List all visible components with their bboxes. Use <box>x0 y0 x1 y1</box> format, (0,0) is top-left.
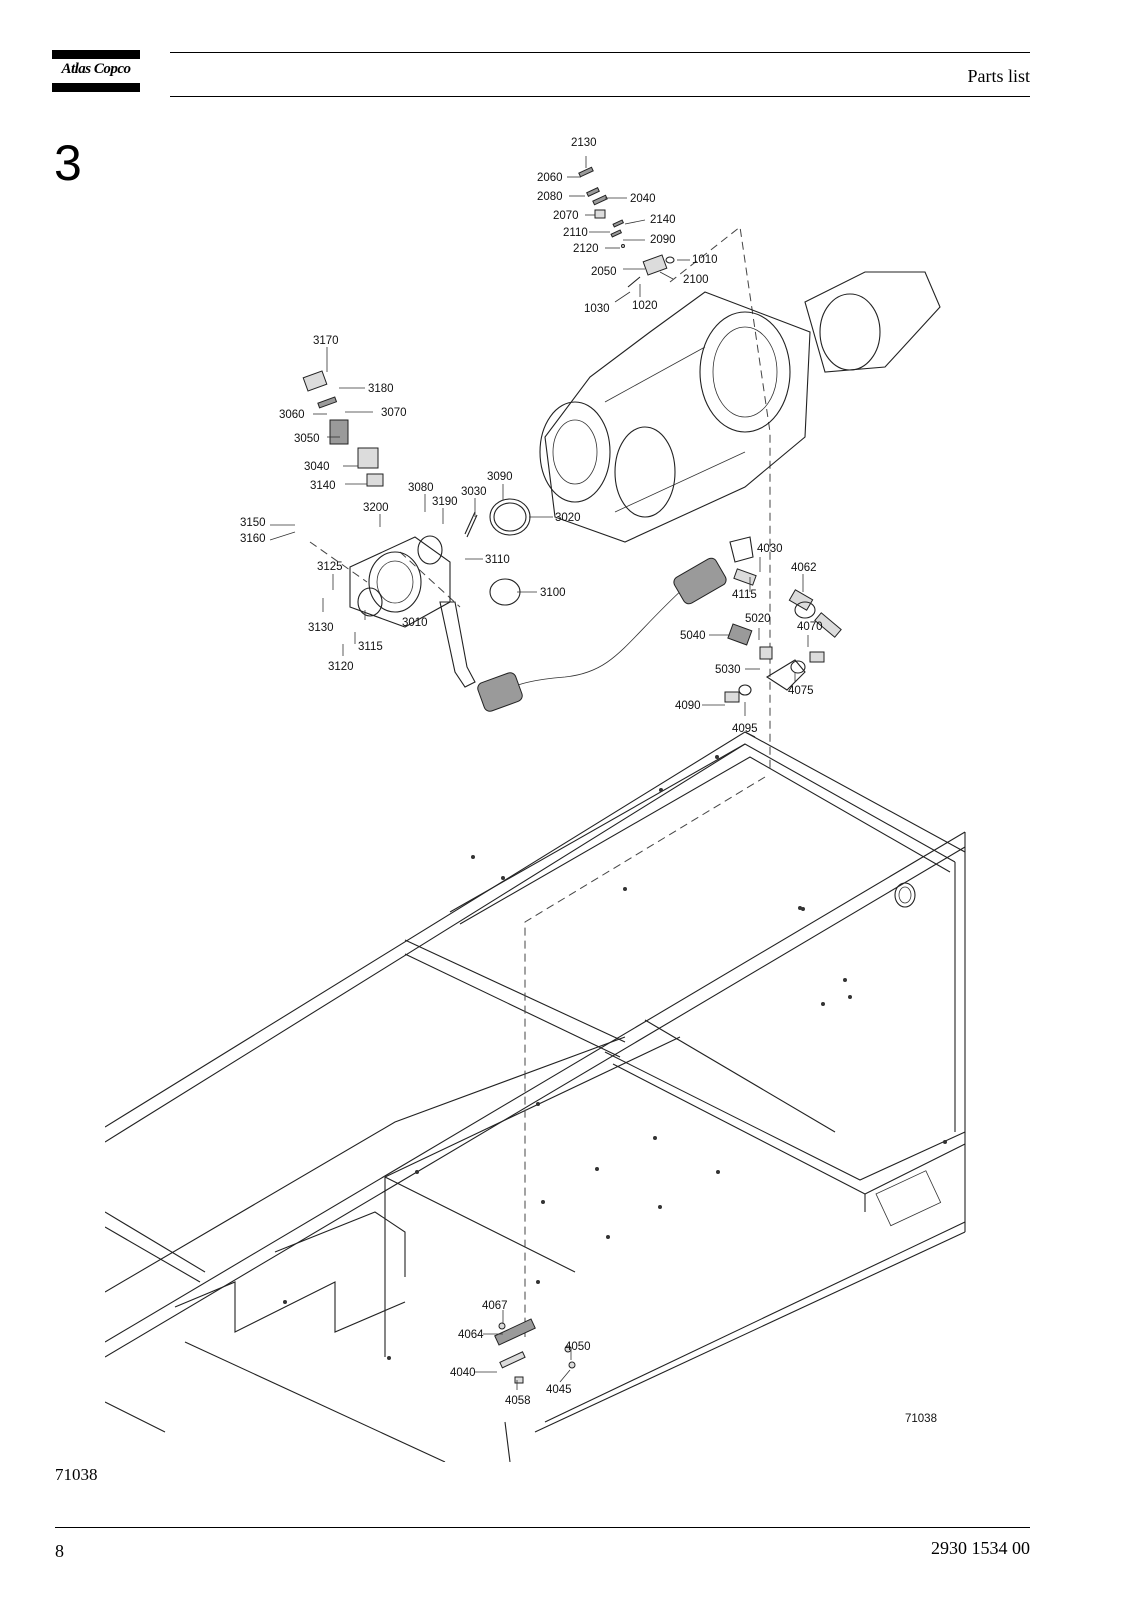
callout-3140: 3140 <box>310 480 336 492</box>
callout-3200: 3200 <box>363 502 389 514</box>
logo-bar-bottom <box>52 83 140 92</box>
exploded-parts-drawing: 2130 2060 2080 2040 2070 2140 2110 2090 … <box>105 137 966 1462</box>
callout-2120: 2120 <box>573 243 599 255</box>
callout-4062: 4062 <box>791 562 817 574</box>
callout-1010: 1010 <box>692 254 718 266</box>
callout-2100: 2100 <box>683 274 709 286</box>
callout-3170: 3170 <box>313 335 339 347</box>
callout-3150: 3150 <box>240 517 266 529</box>
callout-3030: 3030 <box>461 486 487 498</box>
callout-4070: 4070 <box>797 621 823 633</box>
callout-4115: 4115 <box>732 589 757 601</box>
section-number: 3 <box>54 135 82 191</box>
callout-2060: 2060 <box>537 172 563 184</box>
callout-3110: 3110 <box>485 554 510 566</box>
compressor-element-drawing <box>539 271 941 543</box>
frame-base-drawing <box>105 731 966 1462</box>
callout-3060: 3060 <box>279 409 305 421</box>
drawing-reference-number: 71038 <box>905 1413 937 1425</box>
callout-3050: 3050 <box>294 433 320 445</box>
callout-3120: 3120 <box>328 661 354 673</box>
callout-2110: 2110 <box>563 227 588 239</box>
hose-and-pipe-drawing <box>439 536 754 712</box>
callout-3080: 3080 <box>408 482 434 494</box>
callout-2070: 2070 <box>553 210 579 222</box>
part-callout-labels: 2130 2060 2080 2040 2070 2140 2110 2090 … <box>240 137 937 1425</box>
callout-3115: 3115 <box>358 641 383 653</box>
callout-5040: 5040 <box>680 630 706 642</box>
figure-reference: 71038 <box>55 1465 98 1484</box>
callout-3010: 3010 <box>402 617 428 629</box>
callout-3160: 3160 <box>240 533 266 545</box>
callout-4067: 4067 <box>482 1300 508 1312</box>
page-title: Parts list <box>967 66 1030 86</box>
callout-2140: 2140 <box>650 214 676 226</box>
logo-wordmark: Atlas Copco <box>61 61 131 77</box>
logo-bar-top <box>52 50 140 59</box>
callout-1020: 1020 <box>632 300 658 312</box>
callout-4058: 4058 <box>505 1395 531 1407</box>
callout-3100: 3100 <box>540 587 566 599</box>
callout-4095: 4095 <box>732 723 758 735</box>
top-minor-parts-drawing <box>578 166 675 288</box>
callout-4075: 4075 <box>788 685 814 697</box>
part-callout-leaders <box>269 156 809 1390</box>
callout-3180: 3180 <box>368 383 394 395</box>
hole-markers <box>283 755 947 1360</box>
header-rule-top <box>170 52 1030 53</box>
callout-3125: 3125 <box>317 561 343 573</box>
callout-3190: 3190 <box>432 496 458 508</box>
callout-4090: 4090 <box>675 700 701 712</box>
page-number: 8 <box>55 1541 64 1561</box>
callout-4030: 4030 <box>757 543 783 555</box>
callout-2080: 2080 <box>537 191 563 203</box>
atlas-copco-logo: Atlas Copco <box>52 50 140 92</box>
footer-rule <box>55 1527 1030 1528</box>
callout-2050: 2050 <box>591 266 617 278</box>
callout-4050: 4050 <box>565 1341 591 1353</box>
callout-4045: 4045 <box>546 1384 572 1396</box>
callout-1030: 1030 <box>584 303 610 315</box>
intake-valve-drawing <box>302 370 531 628</box>
callout-2040: 2040 <box>630 193 656 205</box>
document-number: 2930 1534 00 <box>931 1538 1030 1558</box>
callout-3040: 3040 <box>304 461 330 473</box>
callout-4040: 4040 <box>450 1367 476 1379</box>
callout-3070: 3070 <box>381 407 407 419</box>
callout-2130: 2130 <box>571 137 597 149</box>
callout-4064: 4064 <box>458 1329 484 1341</box>
callout-2090: 2090 <box>650 234 676 246</box>
callout-5030: 5030 <box>715 664 741 676</box>
callout-3130: 3130 <box>308 622 334 634</box>
header-rule-bottom <box>170 96 1030 97</box>
callout-3090: 3090 <box>487 471 513 483</box>
callout-3020: 3020 <box>555 512 581 524</box>
fittings-drawing <box>494 568 842 1384</box>
callout-5020: 5020 <box>745 613 771 625</box>
